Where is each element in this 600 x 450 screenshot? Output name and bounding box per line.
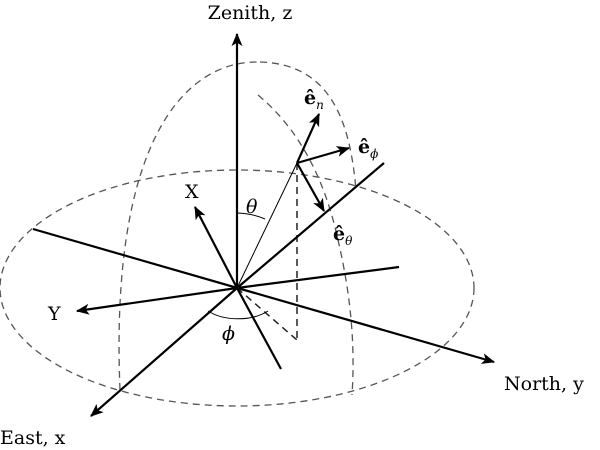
phi-label: ϕ: [222, 323, 235, 345]
y-axis-back: [236, 265, 400, 290]
north-axis: [32, 227, 496, 364]
east-axis-back: [236, 162, 385, 289]
position-vector: [236, 162, 298, 289]
horizon-ellipse: [0, 169, 475, 407]
phi-arc: [207, 310, 269, 320]
e-phi-label: êϕ: [358, 136, 378, 161]
theta-arc: [236, 212, 266, 220]
east-axis: [90, 287, 238, 417]
projection-foot-line: [236, 287, 298, 341]
theta-label: θ: [246, 196, 258, 218]
north-label: North, y: [504, 373, 584, 395]
meridian-arc-right: [259, 61, 357, 191]
e-phi-vector: [296, 146, 351, 165]
zenith-label: Zenith, z: [208, 2, 293, 24]
meridian-arc-left: [118, 61, 261, 391]
e-n-vector: [295, 112, 321, 164]
y-axis-label: Y: [47, 303, 61, 325]
meridian-arc-inner: [257, 94, 354, 396]
x-axis-back: [236, 287, 282, 370]
y-axis: [75, 286, 238, 315]
e-n-label: ên: [304, 87, 324, 112]
e-theta-label: êθ: [333, 223, 353, 248]
east-label: East, x: [0, 427, 66, 449]
x-axis-label: X: [185, 181, 199, 203]
e-theta-vector: [296, 162, 325, 212]
x-axis: [194, 206, 238, 289]
